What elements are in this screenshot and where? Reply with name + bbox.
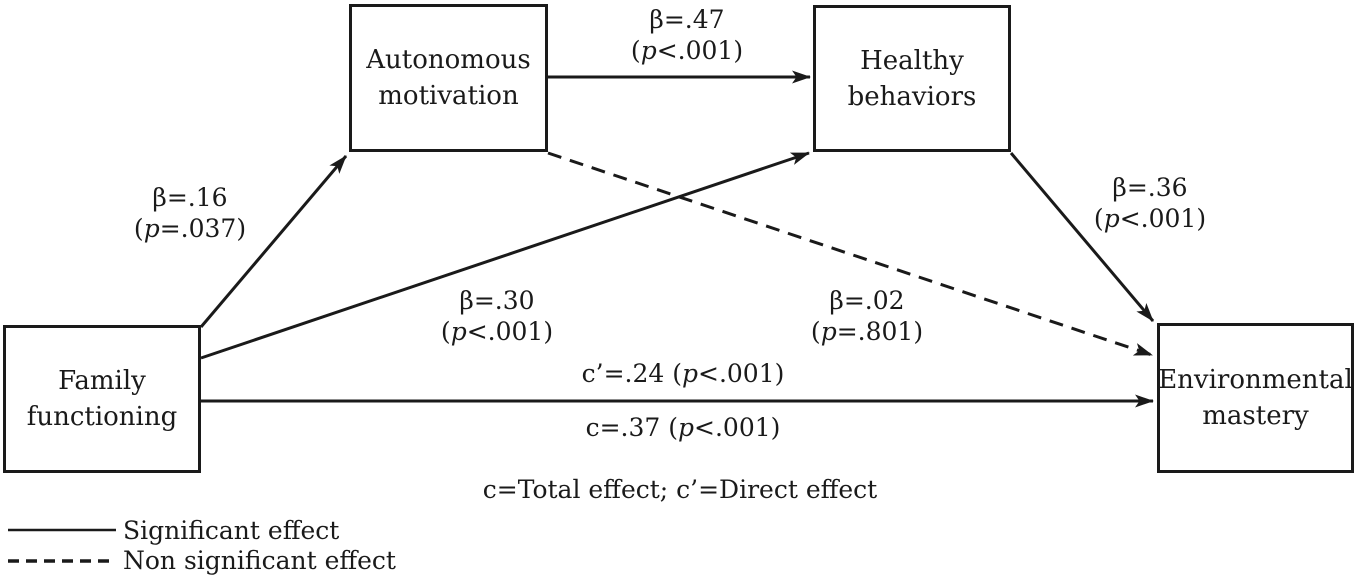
p-value: (p=.037) bbox=[133, 214, 247, 243]
edge-label-healthy-to-mastery: β=.36 (p<.001) bbox=[1094, 172, 1206, 234]
node-label-line: Environmental bbox=[1158, 365, 1353, 395]
beta-coefficient: β=.16 bbox=[152, 183, 228, 212]
node-environmental-mastery: Environmental mastery bbox=[1157, 323, 1354, 473]
edge-family-to-healthy-arrow bbox=[200, 151, 810, 360]
legend-non-significant-label: Non significant effect bbox=[123, 546, 396, 575]
edge-label-family-to-healthy: β=.30 (p<.001) bbox=[441, 285, 553, 347]
edge-label-family-to-autonomous: β=.16 (p=.037) bbox=[134, 182, 246, 244]
effects-definition-note: c=Total effect; c’=Direct effect bbox=[482, 475, 878, 504]
edge-label-autonomous-to-healthy: β=.47 (p<.001) bbox=[631, 4, 743, 66]
p-symbol: p bbox=[820, 317, 837, 346]
p-symbol: p bbox=[640, 36, 657, 65]
node-label-line: functioning bbox=[26, 402, 178, 432]
p-value: (p=.801) bbox=[810, 317, 924, 346]
beta-coefficient: β=.47 bbox=[649, 5, 725, 34]
beta-coefficient: β=.30 bbox=[459, 286, 535, 315]
p-symbol: p bbox=[681, 359, 698, 388]
node-label-line: Healthy bbox=[860, 45, 964, 76]
p-symbol: p bbox=[143, 214, 160, 243]
p-value: (p<.001) bbox=[1093, 204, 1207, 233]
node-label-line: mastery bbox=[1202, 401, 1309, 431]
p-symbol: p bbox=[450, 317, 467, 346]
node-label-line: behaviors bbox=[847, 81, 977, 112]
edge-label-direct-effect: c’=.24 (p<.001) bbox=[581, 359, 785, 388]
beta-coefficient: β=.36 bbox=[1112, 173, 1188, 202]
node-healthy-behaviors: Healthy behaviors bbox=[813, 5, 1011, 152]
node-family-functioning: Family functioning bbox=[3, 325, 201, 473]
legend-significant-label: Significant effect bbox=[123, 516, 340, 545]
node-label-line: motivation bbox=[378, 81, 519, 111]
p-value: (p<.001) bbox=[630, 36, 744, 65]
edge-healthy-to-mastery-arrow bbox=[1009, 152, 1155, 322]
beta-coefficient: β=.02 bbox=[829, 286, 905, 315]
p-symbol: p bbox=[678, 413, 695, 442]
p-value: (p<.001) bbox=[440, 317, 554, 346]
edge-autonomous-to-mastery-arrow bbox=[547, 151, 1153, 357]
node-autonomous-motivation: Autonomous motivation bbox=[349, 4, 548, 152]
edge-label-autonomous-to-mastery: β=.02 (p=.801) bbox=[811, 285, 923, 347]
p-symbol: p bbox=[1103, 204, 1120, 233]
edge-label-total-effect: c=.37 (p<.001) bbox=[585, 413, 781, 442]
edge-family-to-autonomous-arrow bbox=[199, 155, 348, 328]
node-label-line: Family bbox=[58, 366, 146, 396]
node-label-line: Autonomous bbox=[366, 45, 531, 75]
